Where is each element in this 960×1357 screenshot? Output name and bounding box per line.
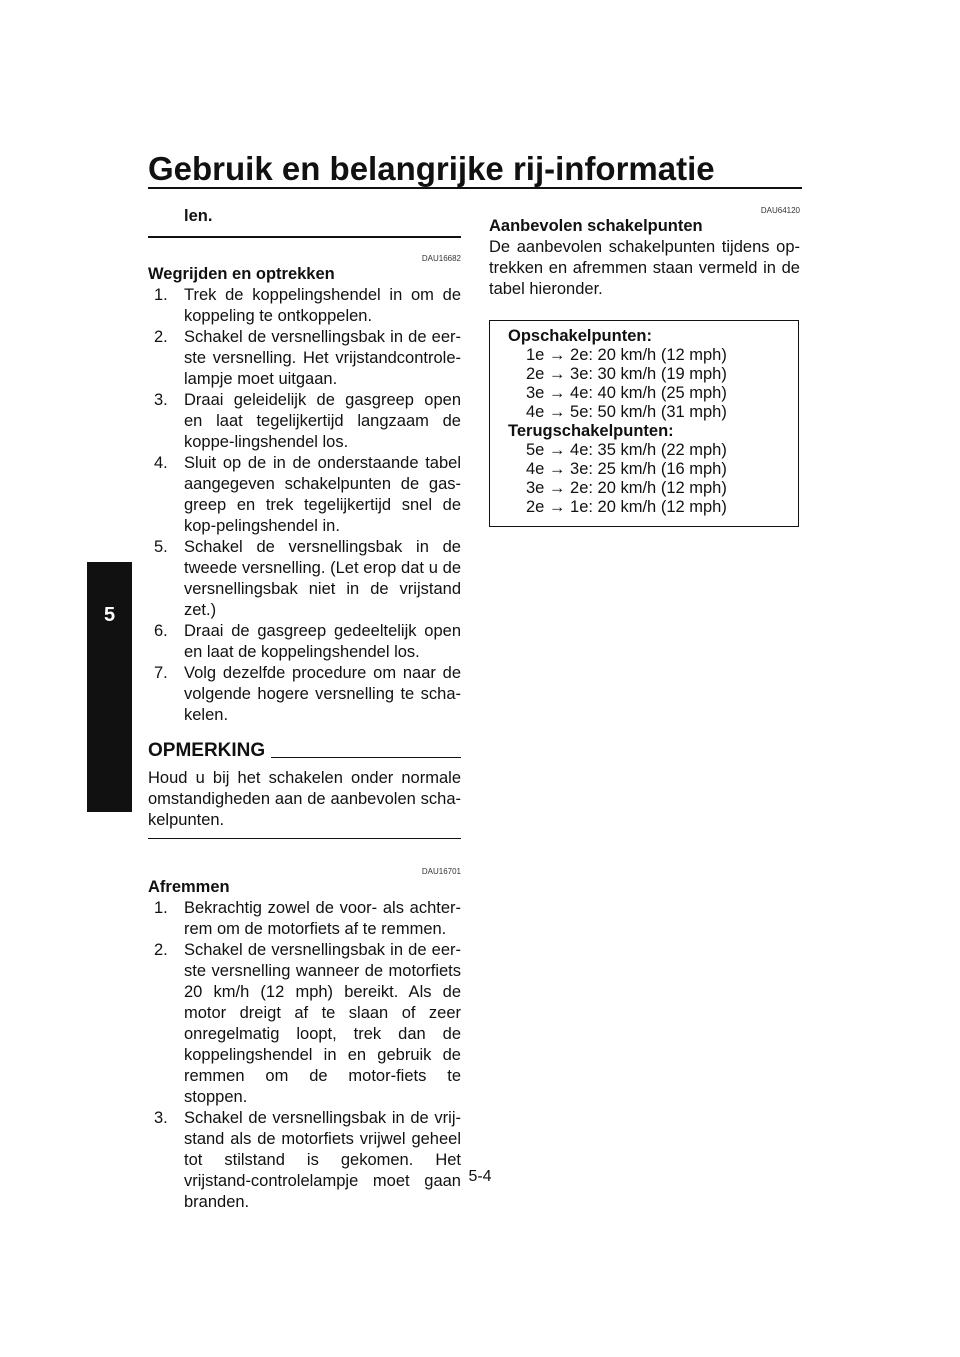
downshift-heading: Terugschakelpunten: bbox=[508, 422, 674, 440]
section-divider bbox=[148, 236, 461, 238]
note-text: Houd u bij het schakelen onder normale o… bbox=[148, 769, 461, 829]
table-row: 4e → 3e: 25 km/h (16 mph) bbox=[526, 460, 727, 478]
list-item: 3.Draai geleidelijk de gasgreep open en … bbox=[154, 391, 461, 451]
header-divider bbox=[148, 187, 802, 189]
list-item: 2.Schakel de versnellingsbak in de eer-s… bbox=[154, 941, 461, 1106]
table-row: 1e → 2e: 20 km/h (12 mph) bbox=[526, 346, 727, 364]
section-code: DAU64120 bbox=[760, 206, 800, 215]
table-row: 3e → 4e: 40 km/h (25 mph) bbox=[526, 384, 727, 402]
section-code: DAU16682 bbox=[421, 254, 461, 263]
continued-text: len. bbox=[184, 207, 213, 225]
table-row: 2e → 3e: 30 km/h (19 mph) bbox=[526, 365, 727, 383]
section-title-shift-points: Aanbevolen schakelpunten bbox=[489, 217, 703, 235]
table-row: 4e → 5e: 50 km/h (31 mph) bbox=[526, 403, 727, 421]
note-divider bbox=[148, 838, 461, 839]
note-header: OPMERKING bbox=[148, 740, 461, 762]
note-header-line bbox=[271, 757, 461, 758]
chapter-tab: 5 bbox=[87, 562, 132, 812]
page-title: Gebruik en belangrijke rij-informatie bbox=[148, 150, 715, 187]
list-item: 1.Bekrachtig zowel de voor- als achter-r… bbox=[154, 899, 461, 938]
list-item: 6.Draai de gasgreep gedeeltelijk open en… bbox=[154, 622, 461, 661]
list-item: 3.Schakel de versnellingsbak in de vrij-… bbox=[154, 1109, 461, 1211]
braking-steps-list: 1.Bekrachtig zowel de voor- als achter-r… bbox=[148, 898, 461, 1213]
page-number: 5-4 bbox=[468, 1168, 492, 1185]
table-row: 3e → 2e: 20 km/h (12 mph) bbox=[526, 479, 727, 497]
section-code: DAU16701 bbox=[421, 867, 461, 876]
list-item: 4.Sluit op de in de onderstaande tabel a… bbox=[154, 454, 461, 535]
section-title-start: Wegrijden en optrekken bbox=[148, 265, 335, 283]
table-row: 2e → 1e: 20 km/h (12 mph) bbox=[526, 498, 727, 516]
list-item: 1.Trek de koppelingshendel in om de kopp… bbox=[154, 286, 461, 325]
right-column: DAU64120 Aanbevolen schakelpunten De aan… bbox=[489, 206, 800, 527]
shift-points-text: De aanbevolen schakelpunten tijdens op-t… bbox=[489, 238, 800, 298]
start-steps-list: 1.Trek de koppelingshendel in om de kopp… bbox=[148, 285, 461, 726]
shift-points-table: Opschakelpunten: 1e → 2e: 20 km/h (12 mp… bbox=[489, 320, 799, 527]
table-row: 5e → 4e: 35 km/h (22 mph) bbox=[526, 441, 727, 459]
list-item: 7.Volg dezelfde procedure om naar de vol… bbox=[154, 664, 461, 724]
left-column: len. DAU16682 Wegrijden en optrekken 1.T… bbox=[148, 206, 461, 1213]
upshift-heading: Opschakelpunten: bbox=[508, 327, 652, 345]
section-title-braking: Afremmen bbox=[148, 878, 230, 896]
note-label: OPMERKING bbox=[148, 740, 266, 761]
list-item: 5.Schakel de versnellingsbak in de tweed… bbox=[154, 538, 461, 619]
list-item: 2.Schakel de versnellingsbak in de eer-s… bbox=[154, 328, 461, 388]
